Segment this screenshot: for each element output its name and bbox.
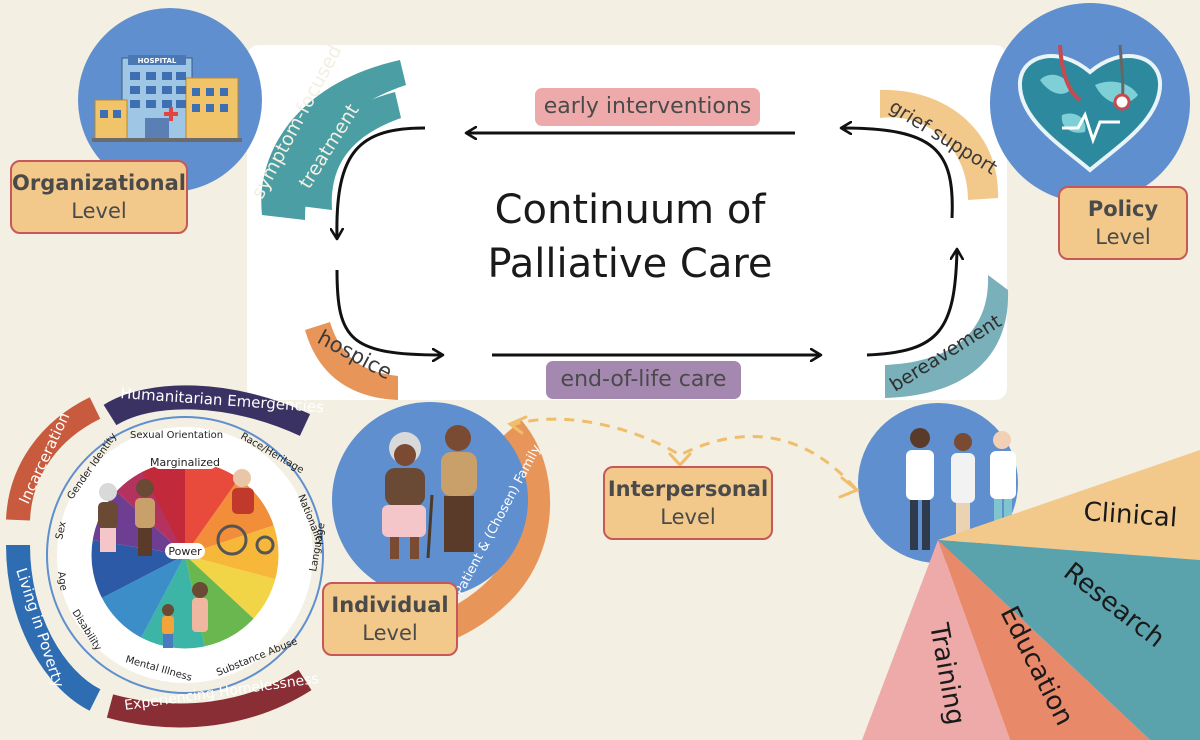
individual-level-suffix: Level	[362, 621, 418, 645]
organizational-level-suffix: Level	[71, 199, 127, 223]
early-interventions-pill: early interventions	[535, 88, 760, 126]
clinical-label: Clinical	[1083, 497, 1179, 533]
organizational-level-name: Organizational	[12, 171, 186, 195]
patient-family-text: Patient & (Chosen) Family	[452, 442, 544, 598]
seg-mental-illness: Mental Illness	[124, 654, 193, 683]
individual-level-box: Individual Level	[322, 582, 458, 656]
connector-arrow-right	[838, 476, 860, 499]
clinicians-circle	[858, 403, 1018, 563]
clinical-wedge	[938, 450, 1200, 560]
research-wedge	[938, 540, 1200, 740]
continuum-arrows	[337, 128, 957, 355]
interpersonal-level-suffix: Level	[660, 505, 716, 529]
interpersonal-connector	[511, 417, 857, 489]
title-line1: Continuum of	[494, 187, 766, 233]
seg-substance: Substance Abuse	[215, 636, 299, 679]
elderly-couple-icon	[382, 425, 477, 559]
seg-sex: Sex	[54, 520, 69, 540]
arrow-grief	[842, 128, 954, 219]
arrow-symptom	[337, 126, 426, 238]
title-line2: Palliative Care	[487, 241, 773, 287]
seg-sexual-orientation: Sexual Orientation	[130, 430, 223, 441]
band-incarceration: Incarceration	[15, 410, 73, 507]
policy-level-name: Policy	[1087, 197, 1159, 221]
organizational-level-box: Organizational Level	[10, 160, 188, 234]
education-wedge	[938, 540, 1150, 740]
symptom-label: symptom-focused treatment	[247, 41, 406, 220]
organizational-circle: HOSPITAL	[78, 8, 262, 192]
seg-disability: Disability	[69, 608, 103, 653]
page-title: Continuum of Palliative Care	[420, 183, 840, 291]
connector-arrow-left	[507, 415, 528, 435]
policy-circle	[990, 3, 1190, 203]
power-text: Power	[168, 545, 202, 558]
social-wheel: Marginalized Power	[6, 385, 324, 728]
hospital-icon: HOSPITAL	[92, 55, 242, 142]
interpersonal-level-name: Interpersonal	[607, 477, 769, 501]
marginalized-text: Marginalized	[150, 456, 220, 469]
domains-fan: Clinical Research Education Training	[862, 450, 1200, 740]
arrow-hospice	[335, 269, 442, 355]
heart-globe-icon	[1017, 44, 1163, 173]
individual-level-name: Individual	[331, 593, 449, 617]
training-wedge	[862, 540, 1010, 740]
connector-arrow-down	[668, 452, 692, 468]
wheel-people-icon	[98, 469, 275, 648]
seg-age: Age	[55, 571, 69, 592]
seg-race: Race/Heritage	[239, 431, 306, 476]
hospital-sign-text: HOSPITAL	[138, 57, 177, 65]
seg-gender-identity: Gender Identity	[65, 431, 119, 502]
policy-level-box: Policy Level	[1058, 186, 1188, 260]
policy-level-suffix: Level	[1095, 225, 1151, 249]
interpersonal-level-box: Interpersonal Level	[603, 466, 773, 540]
band-humanitarian: Humanitarian Emergencies	[120, 384, 325, 416]
end-of-life-pill: end-of-life care	[546, 361, 741, 399]
arrow-bereavement	[866, 250, 957, 357]
